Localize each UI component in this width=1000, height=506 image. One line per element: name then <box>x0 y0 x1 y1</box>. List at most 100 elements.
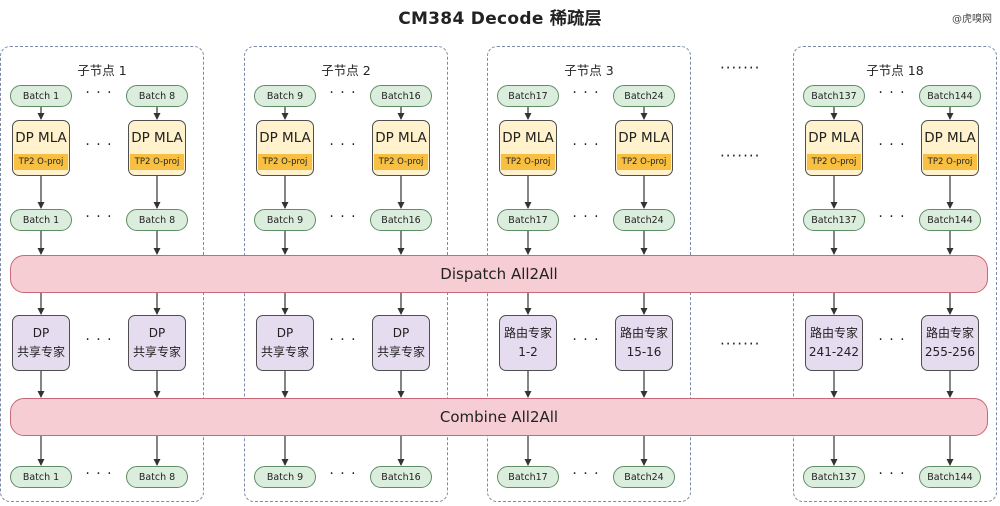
column-ellipsis: · · · <box>572 209 600 225</box>
node-ellipsis: ······· <box>720 147 761 165</box>
expert-label-line1: 路由专家 <box>619 326 668 340</box>
expert-box: 路由专家 241-242 <box>805 315 863 371</box>
batch-output-pill: Batch 9 <box>254 209 316 231</box>
dp-mla-label: DP MLA <box>15 130 67 146</box>
dispatch-all2all-label: Dispatch All2All <box>440 265 558 283</box>
expert-label-line2: 241-242 <box>808 345 860 359</box>
batch-result-pill: Batch24 <box>613 466 675 488</box>
dp-mla-box: DP MLA TP2 O-proj <box>372 120 430 176</box>
dp-mla-box: DP MLA TP2 O-proj <box>921 120 979 176</box>
dp-mla-label: DP MLA <box>502 130 554 146</box>
batch-result-pill: Batch17 <box>497 466 559 488</box>
expert-box: DP 共享专家 <box>12 315 70 371</box>
tp2-oproj-tag: TP2 O-proj <box>617 154 671 170</box>
subnode-label: 子节点 18 <box>866 63 924 78</box>
batch-output-pill: Batch 8 <box>126 209 188 231</box>
batch-result-pill: Batch 8 <box>126 466 188 488</box>
diagram-title: CM384 Decode 稀疏层 <box>398 9 602 29</box>
expert-label-line2: 255-256 <box>924 345 976 359</box>
batch-output-pill: Batch 1 <box>10 209 72 231</box>
column-ellipsis: · · · <box>329 466 357 482</box>
dp-mla-box: DP MLA TP2 O-proj <box>256 120 314 176</box>
expert-label-line2: 1-2 <box>518 345 538 359</box>
batch-input-pill: Batch144 <box>919 85 981 107</box>
expert-box: DP 共享专家 <box>372 315 430 371</box>
dp-mla-box: DP MLA TP2 O-proj <box>12 120 70 176</box>
expert-label-line2: 共享专家 <box>260 345 309 359</box>
expert-label-line1: 路由专家 <box>809 326 858 340</box>
column-ellipsis: · · · <box>85 466 113 482</box>
batch-input-pill: Batch16 <box>370 85 432 107</box>
batch-output-pill: Batch17 <box>497 209 559 231</box>
batch-result-pill: Batch 1 <box>10 466 72 488</box>
dp-mla-box: DP MLA TP2 O-proj <box>128 120 186 176</box>
expert-box: 路由专家 255-256 <box>921 315 979 371</box>
expert-label-line2: 共享专家 <box>16 345 65 359</box>
expert-box: DP 共享专家 <box>128 315 186 371</box>
batch-result-pill: Batch137 <box>803 466 865 488</box>
column-ellipsis: · · · <box>329 85 357 101</box>
subnode-label: 子节点 1 <box>77 63 127 78</box>
expert-label-line1: DP <box>392 326 410 340</box>
batch-result-pill: Batch144 <box>919 466 981 488</box>
dispatch-all2all-bar: Dispatch All2All <box>10 255 988 293</box>
expert-box: 路由专家 1-2 <box>499 315 557 371</box>
batch-result-pill: Batch 9 <box>254 466 316 488</box>
dp-mla-box: DP MLA TP2 O-proj <box>805 120 863 176</box>
column-ellipsis: · · · <box>878 466 906 482</box>
batch-output-pill: Batch16 <box>370 209 432 231</box>
tp2-oproj-tag: TP2 O-proj <box>923 154 977 170</box>
batch-input-pill: Batch 1 <box>10 85 72 107</box>
batch-output-pill: Batch144 <box>919 209 981 231</box>
column-ellipsis: · · · <box>572 466 600 482</box>
tp2-oproj-tag: TP2 O-proj <box>258 154 312 170</box>
node-ellipsis: ······· <box>720 335 761 353</box>
watermark: @虎嗅网 <box>952 14 992 25</box>
combine-all2all-label: Combine All2All <box>439 408 559 426</box>
column-ellipsis: · · · <box>329 137 357 153</box>
dp-mla-label: DP MLA <box>618 130 670 146</box>
expert-label-line1: 路由专家 <box>503 326 552 340</box>
batch-output-pill: Batch24 <box>613 209 675 231</box>
column-ellipsis: · · · <box>878 85 906 101</box>
node-ellipsis: ······· <box>720 59 761 77</box>
expert-label-line1: DP <box>32 326 50 340</box>
column-ellipsis: · · · <box>572 137 600 153</box>
combine-all2all-bar: Combine All2All <box>10 398 988 436</box>
expert-label-line1: 路由专家 <box>925 326 974 340</box>
batch-input-pill: Batch 9 <box>254 85 316 107</box>
dp-mla-label: DP MLA <box>924 130 976 146</box>
column-ellipsis: · · · <box>572 85 600 101</box>
dp-mla-label: DP MLA <box>131 130 183 146</box>
column-ellipsis: · · · <box>85 137 113 153</box>
column-ellipsis: · · · <box>329 209 357 225</box>
batch-output-pill: Batch137 <box>803 209 865 231</box>
expert-label-line2: 共享专家 <box>376 345 425 359</box>
expert-label-line2: 共享专家 <box>132 345 181 359</box>
tp2-oproj-tag: TP2 O-proj <box>374 154 428 170</box>
column-ellipsis: · · · <box>85 209 113 225</box>
batch-input-pill: Batch137 <box>803 85 865 107</box>
dp-mla-box: DP MLA TP2 O-proj <box>499 120 557 176</box>
tp2-oproj-tag: TP2 O-proj <box>807 154 861 170</box>
column-ellipsis: · · · <box>85 332 113 348</box>
dp-mla-label: DP MLA <box>808 130 860 146</box>
batch-input-pill: Batch24 <box>613 85 675 107</box>
dp-mla-label: DP MLA <box>375 130 427 146</box>
subnode-label: 子节点 2 <box>321 63 371 78</box>
tp2-oproj-tag: TP2 O-proj <box>14 154 68 170</box>
tp2-oproj-tag: TP2 O-proj <box>501 154 555 170</box>
batch-input-pill: Batch17 <box>497 85 559 107</box>
expert-label-line1: DP <box>148 326 166 340</box>
column-ellipsis: · · · <box>878 137 906 153</box>
subnode-label: 子节点 3 <box>564 63 614 78</box>
dp-mla-label: DP MLA <box>259 130 311 146</box>
column-ellipsis: · · · <box>329 332 357 348</box>
column-ellipsis: · · · <box>85 85 113 101</box>
column-ellipsis: · · · <box>878 332 906 348</box>
expert-label-line1: DP <box>276 326 294 340</box>
expert-box: DP 共享专家 <box>256 315 314 371</box>
tp2-oproj-tag: TP2 O-proj <box>130 154 184 170</box>
batch-result-pill: Batch16 <box>370 466 432 488</box>
